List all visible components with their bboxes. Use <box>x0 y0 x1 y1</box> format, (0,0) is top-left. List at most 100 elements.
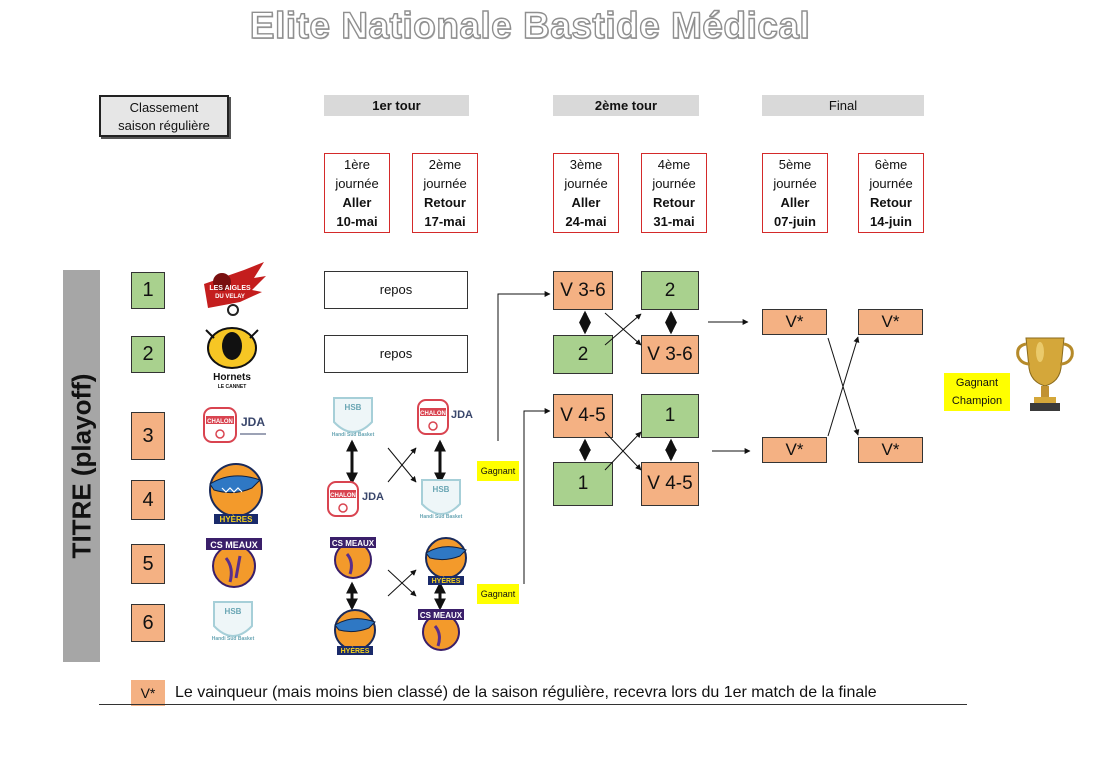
team-logo-chalon-rank3: CHALON JDA <box>203 407 266 443</box>
logo-hsb-line2-r1a: Handi Sud Basket <box>332 432 375 438</box>
trophy-icon <box>1016 337 1074 411</box>
logo-chalon-line2-r1c: JDA <box>362 491 384 503</box>
day-2-date: 17-mai <box>424 214 466 229</box>
logo-hyeres-line1-r4: HYÈRES <box>220 515 254 524</box>
round2-v36-aller: V 3-6 <box>553 271 613 310</box>
round2-v45-aller: V 4-5 <box>553 394 613 438</box>
logo-meaux-line1-r5: CS MEAUX <box>210 540 258 550</box>
logo-chalon-line1-r1b: CHALON <box>420 411 446 417</box>
day-box-1: 1ère journée Aller 10-mai <box>324 153 390 233</box>
logo-hornets-line1-r2: Hornets <box>213 372 251 383</box>
legend-underline <box>99 704 967 705</box>
day-box-3: 3ème journée Aller 24-mai <box>553 153 619 233</box>
day-2-leg: Retour <box>424 195 466 210</box>
classement-header: Classement saison régulière <box>99 95 229 137</box>
day-6-number: 6ème <box>874 157 908 172</box>
team-logo-hyeres-r1-g: HYÈRES <box>334 609 376 655</box>
day-3-label: journée <box>564 176 608 191</box>
logo-hornets-line2-r2: LE CANNET <box>218 384 247 390</box>
logo-hsb-line1-r6: HSB <box>225 607 242 616</box>
team-logo-hyeres-rank4: HYÈRES <box>209 463 263 524</box>
day-box-4: 4ème journée Retour 31-mai <box>641 153 707 233</box>
final-box-top-aller: V* <box>762 309 827 335</box>
logo-aigles-line1-r1: LES AIGLES <box>209 285 251 292</box>
repos-box-1: repos <box>324 271 468 309</box>
day-1-date: 10-mai <box>336 214 378 229</box>
logo-hsb-line2-r1d: Handi Sud Basket <box>420 514 463 520</box>
team-logo-meaux-r1-e: CS MEAUX <box>330 537 376 579</box>
logo-aigles-line2-r1: DU VELAY <box>215 294 245 300</box>
day-4-number: 4ème <box>657 157 691 172</box>
cross-arrow-r1-d <box>387 569 417 597</box>
titre-band <box>63 270 100 662</box>
cross-arrow-r2-b <box>604 312 642 346</box>
final-box-top-retour: V* <box>858 309 923 335</box>
team-logo-hyeres-r1-f: HYÈRES <box>425 537 467 585</box>
cross-arrow-final-b <box>827 337 860 436</box>
logo-chalon-line2-r3: JDA <box>241 415 265 429</box>
day-4-date: 31-mai <box>653 214 695 229</box>
repos-box-2: repos <box>324 335 468 373</box>
rank-box-6: 6 <box>131 604 165 642</box>
phase-final: Final <box>762 95 924 116</box>
day-box-5: 5ème journée Aller 07-juin <box>762 153 828 233</box>
winner-path-bottom <box>523 408 551 584</box>
champion-line1: Gagnant <box>955 377 999 389</box>
cross-arrow-r1-b <box>387 447 417 483</box>
team-logo-chalon-r1-c: CHALON JDA <box>327 481 384 517</box>
classement-line2: saison régulière <box>118 118 210 133</box>
day-4-leg: Retour <box>653 195 695 210</box>
day-2-label: journée <box>423 176 467 191</box>
winner-path-top <box>497 291 551 441</box>
team-logo-meaux-rank5: CS MEAUX <box>206 538 262 588</box>
phase-tour1: 1er tour <box>324 95 469 116</box>
day-3-date: 24-mai <box>565 214 607 229</box>
day-4-label: journée <box>652 176 696 191</box>
team-logo-chalon-r1-b: CHALON JDA <box>417 399 473 435</box>
gagnant-label-1: Gagnant <box>477 461 519 481</box>
logo-meaux-line1-r1h: CS MEAUX <box>420 611 463 620</box>
team-logo-aigles-rank1: LES AIGLES DU VELAY <box>204 262 266 316</box>
day-5-date: 07-juin <box>774 214 816 229</box>
round2-team1-aller: 1 <box>553 462 613 506</box>
team-logo-hsb-rank6: HSB Handi Sud Basket <box>212 601 255 642</box>
champion-label: Gagnant Champion <box>944 373 1010 411</box>
rank-box-5: 5 <box>131 544 165 584</box>
legend-text: Le vainqueur (mais moins bien classé) de… <box>175 684 877 701</box>
rank-box-1: 1 <box>131 272 165 309</box>
rank-box-3: 3 <box>131 412 165 460</box>
rank-box-4: 4 <box>131 480 165 520</box>
day-box-2: 2ème journée Retour 17-mai <box>412 153 478 233</box>
logo-hyeres-line1-r1g: HYÈRES <box>341 646 370 655</box>
team-logo-hsb-r1-d: HSB Handi Sud Basket <box>420 479 463 520</box>
day-5-number: 5ème <box>778 157 812 172</box>
team-logo-hornets-rank2: Hornets LE CANNET <box>205 327 259 390</box>
phase-tour2: 2ème tour <box>553 95 699 116</box>
round2-team2-retour: 2 <box>641 271 699 310</box>
day-1-label: journée <box>335 176 379 191</box>
day-1-number: 1ère <box>343 157 371 172</box>
page-title: Elite Nationale Bastide Médical <box>249 4 811 46</box>
day-5-leg: Aller <box>780 195 810 210</box>
day-3-number: 3ème <box>569 157 603 172</box>
logo-hsb-line1-r1d: HSB <box>433 485 450 494</box>
day-6-date: 14-juin <box>870 214 912 229</box>
logo-hsb-line1-r1a: HSB <box>345 403 362 412</box>
round2-v36-retour: V 3-6 <box>641 335 699 374</box>
day-box-6: 6ème journée Retour 14-juin <box>858 153 924 233</box>
logo-chalon-line2-r1b: JDA <box>451 409 473 421</box>
day-6-label: journée <box>869 176 913 191</box>
final-box-bottom-retour: V* <box>858 437 923 463</box>
logo-hsb-line2-r6: Handi Sud Basket <box>212 636 255 642</box>
classement-line1: Classement <box>129 100 199 115</box>
final-box-bottom-aller: V* <box>762 437 827 463</box>
gagnant-label-2: Gagnant <box>477 584 519 604</box>
round2-team1-retour: 1 <box>641 394 699 438</box>
team-logo-meaux-r1-h: CS MEAUX <box>418 609 464 651</box>
rank-box-2: 2 <box>131 336 165 373</box>
day-5-label: journée <box>773 176 817 191</box>
day-3-leg: Aller <box>571 195 601 210</box>
cross-arrow-r2-d <box>604 431 642 471</box>
logo-meaux-line1-r1e: CS MEAUX <box>332 539 375 548</box>
